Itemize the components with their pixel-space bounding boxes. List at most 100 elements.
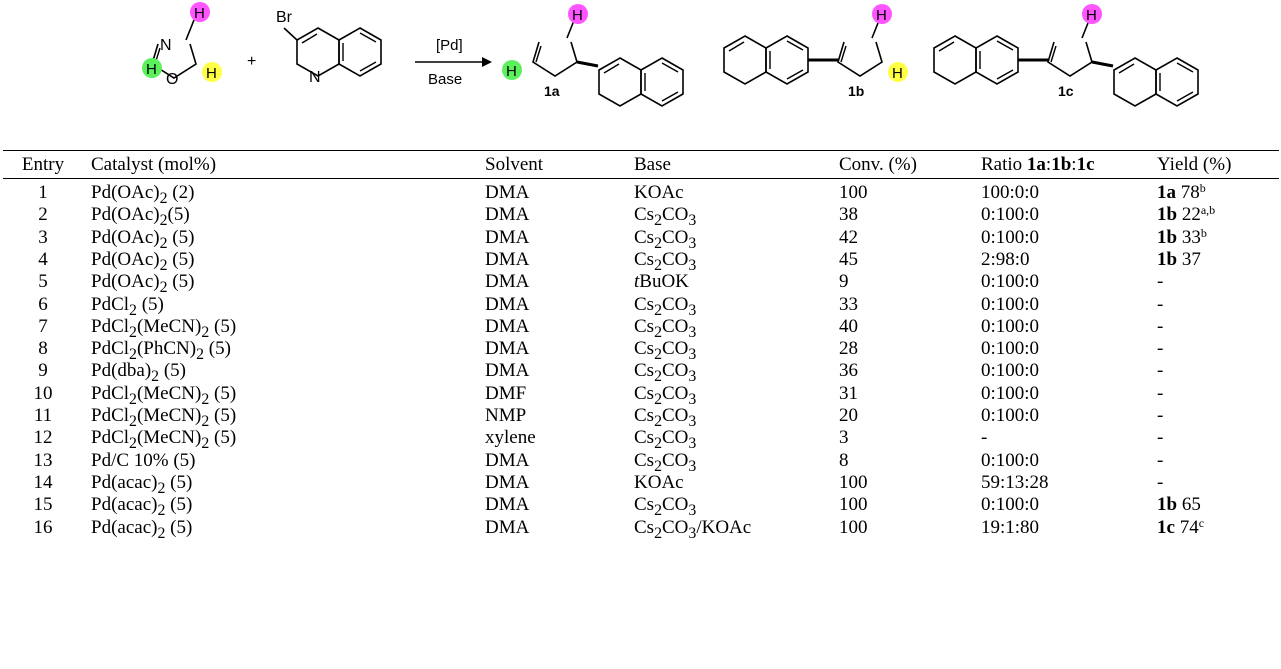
conversion-cell: 100 xyxy=(839,471,868,493)
conversion-cell: 36 xyxy=(839,360,858,382)
base-cell: Cs2CO3 xyxy=(634,494,697,519)
ratio-cell: 0:100:0 xyxy=(981,315,1040,337)
catalyst-cell: PdCl2(MeCN)2 (5) xyxy=(91,427,237,453)
yield-cell: 1b 33b xyxy=(1157,225,1207,248)
conversion-cell: 38 xyxy=(839,204,858,226)
solvent-cell: DMA xyxy=(485,248,530,270)
yield-cell: 1c 74c xyxy=(1157,515,1205,538)
catalyst-cell: Pd(dba)2 (5) xyxy=(91,360,186,386)
condition-base: Base xyxy=(428,71,462,88)
svg-text:H: H xyxy=(506,63,517,80)
conversion-cell: 9 xyxy=(839,271,849,293)
header-entry: Entry xyxy=(21,154,65,175)
condition-catalyst: [Pd] xyxy=(436,37,463,54)
reactant-3-bromoquinoline: Br N xyxy=(276,9,382,86)
ratio-cell: 0:100:0 xyxy=(981,271,1040,293)
catalyst-cell: Pd(OAc)2 (5) xyxy=(91,271,195,296)
header-base: Base xyxy=(634,154,671,175)
ratio-cell: 100:0:0 xyxy=(981,182,1040,203)
base-cell: Cs2CO3 xyxy=(634,248,697,274)
solvent-cell: DMA xyxy=(485,360,530,382)
conversion-cell: 45 xyxy=(839,248,858,270)
h-marker xyxy=(872,4,892,24)
solvent-cell: NMP xyxy=(485,405,527,426)
solvent-cell: DMA xyxy=(485,338,530,360)
ratio-cell: 0:100:0 xyxy=(981,405,1040,426)
h-c2-marker xyxy=(142,58,162,78)
header-conversion: Conv. (%) xyxy=(839,154,917,175)
entry-cell: 8 xyxy=(38,338,48,360)
oxazole-o-label: O xyxy=(166,71,178,88)
catalyst-cell: Pd(acac)2 (5) xyxy=(91,516,193,542)
product-label-1b: 1b xyxy=(848,83,864,99)
base-cell: Cs2CO3 xyxy=(634,382,697,408)
base-cell: Cs2CO3/KOAc xyxy=(634,516,752,542)
catalyst-cell: PdCl2(MeCN)2 (5) xyxy=(91,382,237,408)
base-cell: Cs2CO3 xyxy=(634,226,697,252)
entry-cell: 4 xyxy=(38,248,48,270)
svg-text:H: H xyxy=(194,5,205,22)
yield-cell: - xyxy=(1157,315,1164,337)
solvent-cell: DMA xyxy=(485,471,530,493)
catalyst-cell: Pd(acac)2 (5) xyxy=(91,494,193,519)
yield-cell: 1b 37 xyxy=(1157,248,1201,270)
catalyst-cell: Pd(OAc)2 (5) xyxy=(91,226,195,252)
ratio-cell: 19:1:80 xyxy=(981,516,1040,538)
conversion-cell: 31 xyxy=(839,382,858,404)
entry-cell: 2 xyxy=(38,204,48,226)
table-header: Entry Catalyst (mol%) Solvent Base Conv.… xyxy=(3,154,1279,176)
ratio-cell: 0:100:0 xyxy=(981,204,1040,226)
ratio-cell: 0:100:0 xyxy=(981,382,1040,404)
solvent-cell: DMA xyxy=(485,271,530,293)
entry-cell: 6 xyxy=(38,293,48,315)
entry-cell: 9 xyxy=(38,360,48,382)
yield-cell: - xyxy=(1157,293,1164,315)
base-cell: Cs2CO3 xyxy=(634,338,697,363)
base-cell: Cs2CO3 xyxy=(634,405,697,430)
base-cell: Cs2CO3 xyxy=(634,427,697,453)
base-cell: Cs2CO3 xyxy=(634,360,697,386)
header-solvent: Solvent xyxy=(485,154,544,175)
oxazole-n-label: N xyxy=(160,37,172,54)
product-1b: H H 1b xyxy=(723,4,908,99)
solvent-cell: DMA xyxy=(485,494,530,516)
conversion-cell: 3 xyxy=(839,427,849,449)
solvent-cell: DMA xyxy=(485,204,530,226)
header-catalyst: Catalyst (mol%) xyxy=(91,154,217,175)
product-1c: H 1c xyxy=(933,4,1199,107)
catalyst-cell: PdCl2 (5) xyxy=(91,293,164,319)
conversion-cell: 20 xyxy=(839,405,858,426)
yield-cell: - xyxy=(1157,405,1164,426)
top-rule xyxy=(3,150,1279,151)
yield-cell: - xyxy=(1157,338,1164,360)
header-ratio: Ratio 1a:1b:1c xyxy=(981,154,1095,175)
h-marker xyxy=(888,62,908,82)
base-cell: KOAc xyxy=(634,182,684,203)
conversion-cell: 40 xyxy=(839,315,858,337)
yield-cell: - xyxy=(1157,427,1164,449)
catalyst-cell: PdCl2(MeCN)2 (5) xyxy=(91,315,237,341)
h-c4-marker xyxy=(190,2,210,22)
header-rule xyxy=(3,178,1279,179)
solvent-cell: DMA xyxy=(485,516,530,538)
solvent-cell: DMA xyxy=(485,449,530,471)
yield-cell: 1b 22a,b xyxy=(1157,203,1216,226)
catalyst-cell: Pd(OAc)2 (2) xyxy=(91,182,195,207)
base-cell: Cs2CO3 xyxy=(634,449,697,475)
entry-cell: 5 xyxy=(38,271,48,293)
entry-cell: 10 xyxy=(33,382,53,404)
yield-cell: - xyxy=(1157,271,1164,293)
base-cell: KOAc xyxy=(634,471,684,493)
base-cell: tBuOK xyxy=(634,271,689,293)
catalyst-cell: Pd(OAc)2 (5) xyxy=(91,248,195,274)
solvent-cell: DMF xyxy=(485,382,527,404)
plus-sign: + xyxy=(247,53,256,70)
